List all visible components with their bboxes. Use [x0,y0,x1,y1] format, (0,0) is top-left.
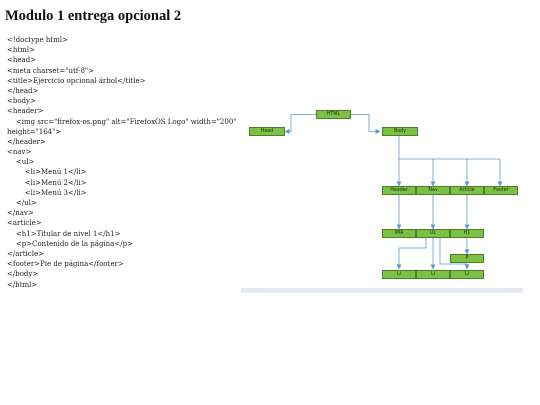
code-line: <img src="firefox-os.png" alt="FirefoxOS… [7,117,237,126]
node-ima: IMA [382,229,416,238]
code-line: <head> [7,56,37,65]
connector-ul-li-1 [396,238,427,270]
node-li-3: Li [450,270,484,279]
tree-connectors [284,114,503,270]
node-head: Head [249,127,285,136]
node-body: Body [382,127,418,136]
connector-html-body [351,114,381,134]
page-title: Modulo 1 entrega opcional 2 [5,8,182,24]
code-line: <article> [7,219,42,228]
code-line: <h1>Titular de nivel 1</h1> [7,229,121,238]
code-line: <title>Ejercicio opcional árbol</title> [7,76,146,85]
code-line: </ul> [7,199,37,207]
scroll-strip [241,288,523,293]
code-line: <ul> [7,158,35,167]
code-line: <nav> [7,148,32,157]
node-ul: UL [416,229,450,238]
node-p: P [450,254,484,263]
code-line: <meta charset="utf-8"> [7,66,95,75]
node-nav: Nav [416,186,450,195]
connector-ul-li-3 [439,238,470,270]
code-line: <header> [7,107,44,116]
dom-tree-diagram: HTML Head Body Header Nav Article Footer… [241,100,523,295]
node-footer: Footer [484,186,518,195]
code-line: <p>Contenido de la página</p> [7,239,133,248]
node-h1: H1 [450,229,484,238]
code-line: </head> [7,86,39,95]
code-line: height="164"> [7,127,62,136]
connector-html-head [284,114,316,134]
node-header: Header [382,186,416,195]
code-line: </nav> [7,209,34,218]
node-html: HTML [316,110,351,119]
code-line: <footer>Pie de página</footer> [7,260,124,269]
code-line: <body> [7,97,36,106]
html-code-listing: <!doctype html> <html> <head> <meta char… [7,35,237,290]
code-line: <li>Menú 1</li> [7,168,87,177]
code-line: </article> [7,249,44,258]
code-line: </header> [7,137,46,146]
code-line: <html> [7,46,35,55]
code-line: <li>Menú 3</li> [7,188,87,197]
node-li-1: Li [382,270,416,279]
code-line: </body> [7,270,39,279]
code-line: </html> [7,280,38,289]
node-article: Article [450,186,484,195]
code-line: <!doctype html> [7,36,68,44]
node-li-2: Li [416,270,450,279]
code-line: <li>Menú 2</li> [7,178,87,187]
